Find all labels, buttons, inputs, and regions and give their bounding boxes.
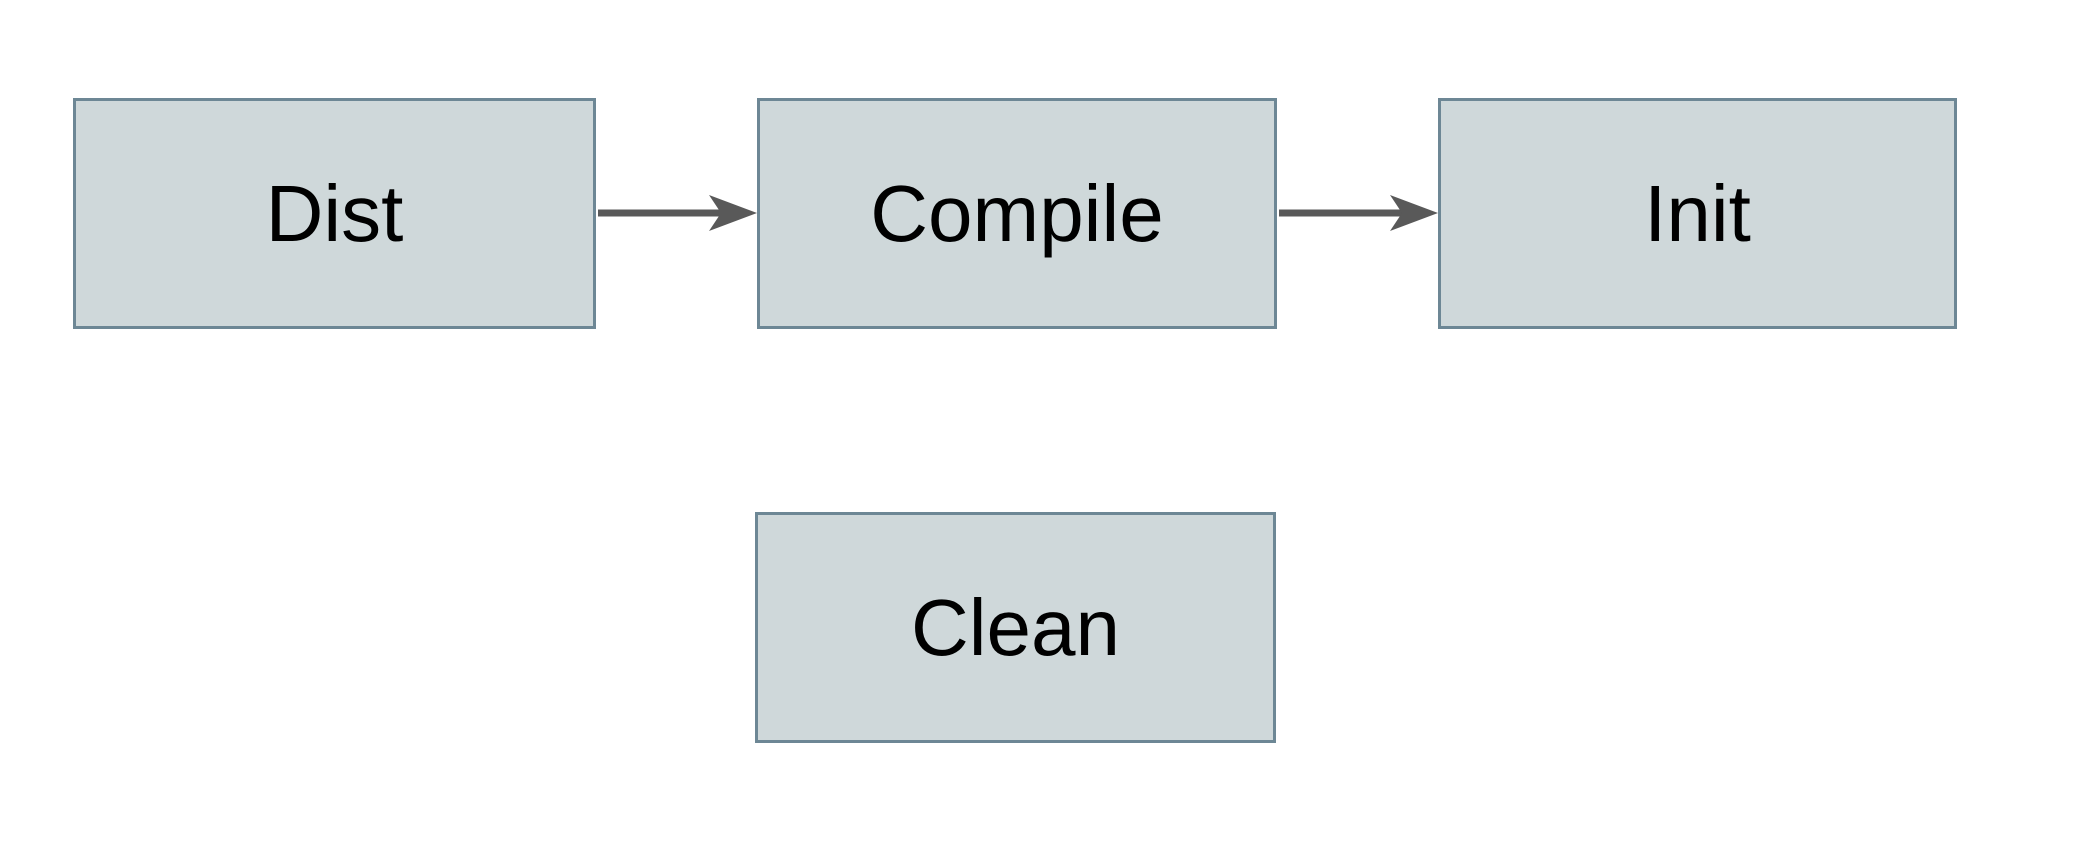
node-label: Dist [265,168,404,258]
arrowhead [1390,195,1438,231]
node-label: Compile [870,168,1164,258]
node-dist: Dist [73,98,596,329]
node-label: Clean [910,582,1121,672]
node-clean: Clean [755,512,1276,743]
node-compile: Compile [757,98,1277,329]
node-init: Init [1438,98,1957,329]
arrow-dist-to-compile [598,195,757,231]
arrowhead [709,195,757,231]
node-label: Init [1644,168,1751,258]
arrow-compile-to-init [1279,195,1438,231]
